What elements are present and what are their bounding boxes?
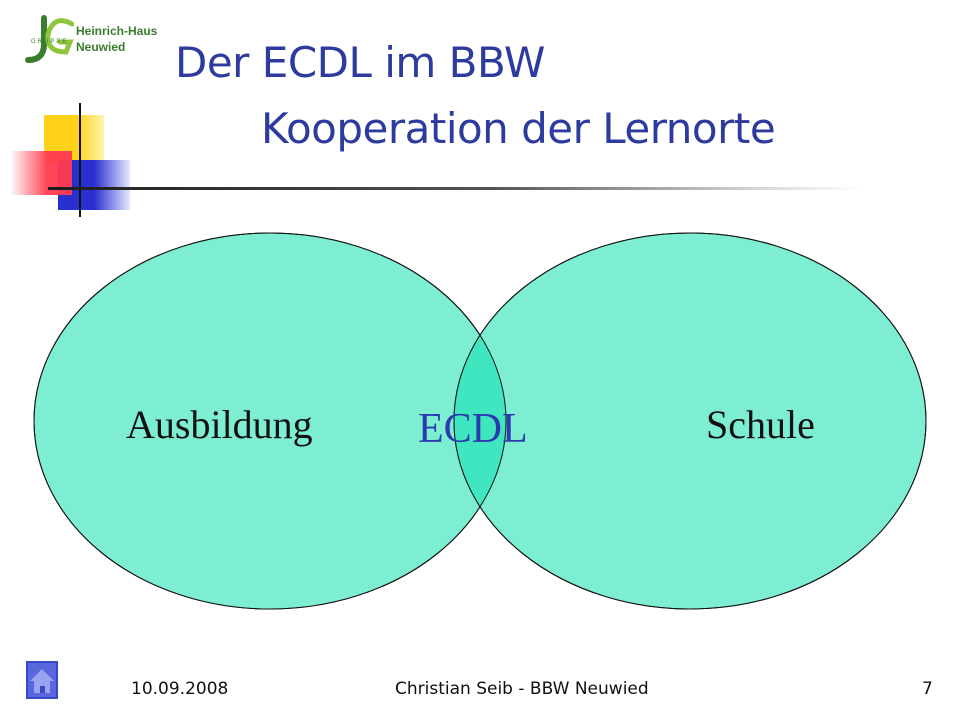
venn-left-outline <box>33 232 507 610</box>
page-number: 7 <box>922 679 933 699</box>
home-icon[interactable] <box>26 661 58 699</box>
footer-author: Christian Seib - BBW Neuwied <box>395 679 649 699</box>
logo-line2: Neuwied <box>76 40 126 54</box>
venn-label-ecdl: ECDL <box>418 406 528 452</box>
footer-date: 10.09.2008 <box>131 679 229 699</box>
jg-logo: Heinrich-Haus Neuwied GRUPPE <box>14 12 157 72</box>
title-underline <box>48 187 863 190</box>
logo-gruppe: GRUPPE <box>31 39 69 45</box>
logo-line1: Heinrich-Haus <box>76 24 158 38</box>
venn-right-outline <box>453 232 927 610</box>
jg-logo-mark <box>25 15 75 63</box>
venn-label-schule: Schule <box>706 402 815 447</box>
slide-title-line2: Kooperation der Lernorte <box>261 104 776 153</box>
slide-title-line1: Der ECDL im BBW <box>175 38 545 87</box>
decorative-squares <box>10 103 130 217</box>
venn-label-ausbildung: Ausbildung <box>126 402 313 447</box>
